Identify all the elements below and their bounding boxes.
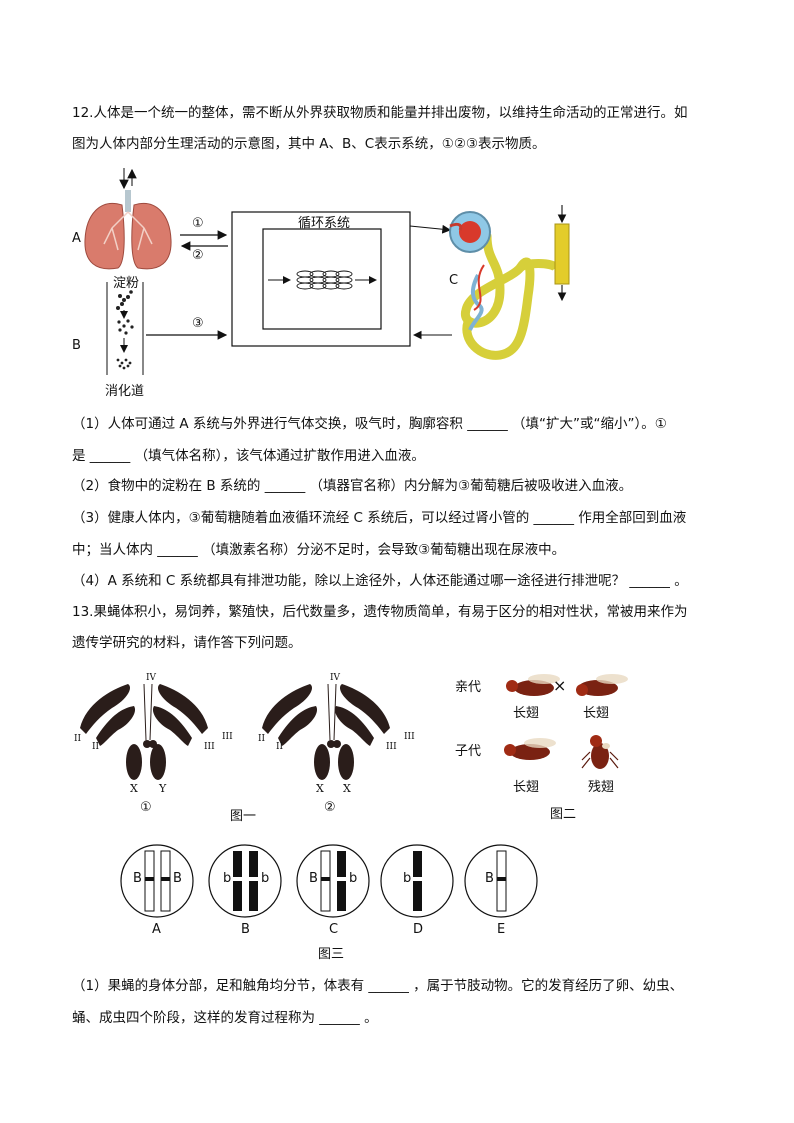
- label-x-right-1: X: [316, 782, 324, 795]
- circulatory-outer-box: [231, 211, 411, 347]
- label-offspring-long-wing: 长翅: [513, 780, 540, 795]
- gene-e: B: [485, 871, 494, 886]
- gene-a-right: B: [173, 871, 182, 886]
- label-mark-2: ②: [324, 800, 336, 815]
- q13-stem-line-2: 遗传学研究的材料，请作答下列问题。: [72, 635, 302, 651]
- q13-sub1-line-1: （1）果蝇的身体分部，足和触角均分节，体表有 ______ ，属于节肢动物。它的…: [72, 978, 684, 994]
- cell-a: [120, 844, 194, 918]
- chromosome-set-1: [80, 683, 208, 780]
- starch-granules-icon: [116, 290, 134, 370]
- label-cross: ×: [553, 676, 567, 695]
- label-ii-right-a: II: [258, 734, 266, 744]
- label-x-right-2: X: [343, 782, 351, 795]
- label-arrow-3: ③: [192, 316, 204, 331]
- label-iii-left-a: III: [204, 742, 215, 752]
- label-starch: 淀粉: [113, 276, 140, 291]
- label-system-c: C: [449, 273, 459, 288]
- nephron-icon: [449, 205, 570, 360]
- fly-long-wing-offspring: [504, 738, 556, 760]
- gene-d: b: [403, 871, 412, 886]
- label-y-left: Y: [159, 782, 167, 795]
- cell-label-e: E: [497, 922, 506, 937]
- label-parent-long-wing-2: 长翅: [583, 706, 610, 721]
- digestive-tract: [106, 282, 144, 375]
- cell-c: [296, 844, 370, 918]
- label-offspring-vestigial-wing: 残翅: [588, 780, 615, 795]
- q12-stem-line-1: 12.人体是一个统一的整体，需不断从外界获取物质和能量并排出废物，以维持生命活动…: [72, 105, 688, 121]
- lungs-icon: [84, 168, 172, 270]
- label-parent: 亲代: [455, 680, 482, 695]
- label-system-a: A: [72, 231, 81, 246]
- fly-long-wing-parent-2: [576, 674, 628, 696]
- q13-stem-line-1: 13.果蝇体积小，易饲养，繁殖快，后代数量多，遗传物质简单，有易于区分的相对性状…: [72, 604, 688, 620]
- gene-b-right: b: [261, 871, 270, 886]
- label-arrow-1: ①: [192, 216, 204, 231]
- label-iii-left-b: III: [222, 732, 233, 742]
- q13-sub1-line-2: 蛹、成虫四个阶段，这样的发育过程称为 ______ 。: [72, 1010, 378, 1026]
- label-offspring: 子代: [455, 744, 482, 759]
- blood-cells-icon: [296, 270, 353, 290]
- cell-label-c: C: [329, 922, 339, 937]
- cell-b: [208, 844, 282, 918]
- q12-sub1-line-2: 是 ______ （填气体名称），该气体通过扩散作用进入血液。: [72, 448, 425, 464]
- circulatory-inner-box: [262, 228, 382, 330]
- fly-long-wing-parent-1: [506, 674, 560, 696]
- q12-sub3-line-2: 中；当人体内 ______ （填激素名称）分泌不足时，会导致③葡萄糖出现在尿液中…: [72, 542, 566, 558]
- label-iv-right: IV: [330, 673, 341, 683]
- q12-sub1-line-1: （1）人体可通过 A 系统与外界进行气体交换，吸气时，胸廓容积 ______ （…: [72, 416, 667, 432]
- gene-c-right: b: [349, 871, 358, 886]
- label-mark-1: ①: [140, 800, 152, 815]
- label-ii-right-b: II: [276, 742, 284, 752]
- label-x-left: X: [130, 782, 138, 795]
- fly-vestigial-wing-offspring: [581, 735, 619, 769]
- label-iii-right-b: III: [404, 732, 415, 742]
- fig2-caption: 图二: [550, 807, 577, 822]
- label-digestive-tract: 消化道: [105, 384, 145, 399]
- q12-sub4: （4）A 系统和 C 系统都具有排泄功能，除以上途径外，人体还能通过哪一途径进行…: [72, 573, 688, 589]
- gene-a-left: B: [133, 871, 142, 886]
- label-system-b: B: [72, 338, 81, 353]
- cell-label-d: D: [413, 922, 424, 937]
- cell-d: [380, 844, 454, 918]
- cell-label-a: A: [152, 922, 161, 937]
- gene-c-left: B: [309, 871, 318, 886]
- label-ii-left-a: II: [74, 734, 82, 744]
- chromosome-set-2: [262, 683, 390, 780]
- gene-b-left: b: [223, 871, 232, 886]
- label-iii-right-a: III: [386, 742, 397, 752]
- fig3-caption: 图三: [318, 947, 345, 962]
- label-parent-long-wing-1: 长翅: [513, 706, 540, 721]
- label-arrow-2: ②: [192, 248, 204, 263]
- label-ii-left-b: II: [92, 742, 100, 752]
- fig1-caption: 图一: [230, 809, 257, 824]
- cell-label-b: B: [241, 922, 250, 937]
- q12-stem-line-2: 图为人体内部分生理活动的示意图，其中 A、B、C表示系统，①②③表示物质。: [72, 136, 546, 152]
- label-iv-left: IV: [146, 673, 157, 683]
- cell-e: [464, 844, 538, 918]
- q12-sub3-line-1: （3）健康人体内，③葡萄糖随着血液循环流经 C 系统后，可以经过肾小管的 ___…: [72, 510, 687, 526]
- q12-sub2: （2）食物中的淀粉在 B 系统的 ______ （填器官名称）内分解为③葡萄糖后…: [72, 478, 633, 494]
- label-circulatory-system: 循环系统: [298, 216, 351, 231]
